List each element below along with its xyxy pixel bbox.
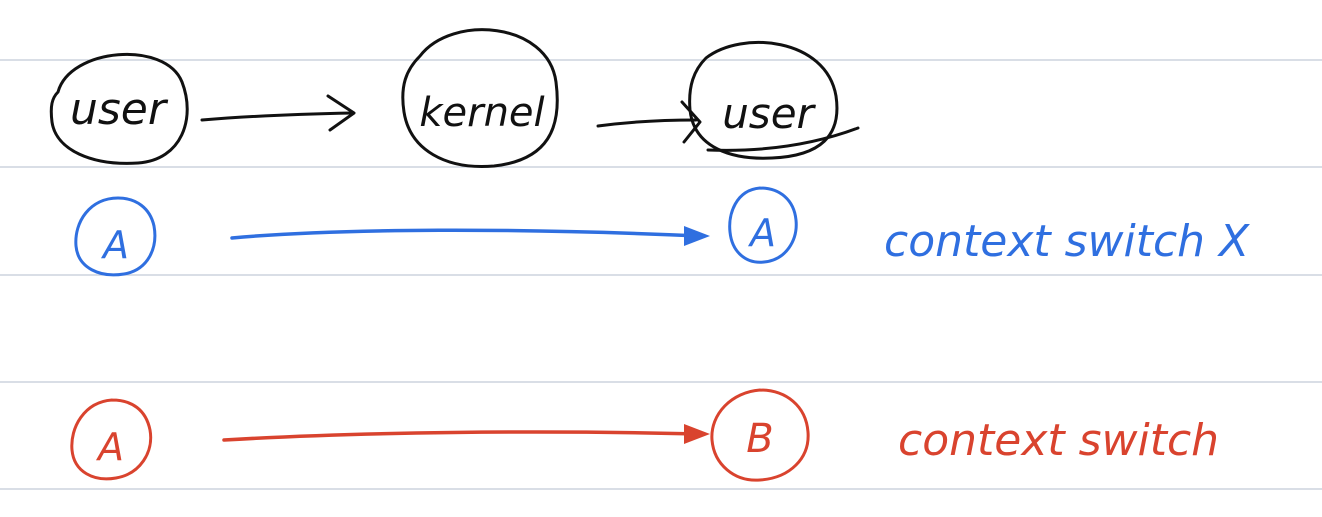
underline-stroke: [706, 126, 860, 152]
node-circle: [688, 40, 839, 160]
node-label: user: [722, 89, 816, 138]
user-kernel-row: user kernel user: [49, 28, 860, 169]
node-circle: [49, 52, 189, 165]
other-process-row: A B context switch: [70, 388, 1219, 482]
arrow-kernel-to-user: [596, 100, 702, 144]
node-circle: [401, 28, 559, 169]
arrowhead-icon: [326, 94, 356, 132]
node-label: kernel: [419, 90, 544, 136]
arrow-same-process: [230, 226, 710, 246]
context-switch-note: context switch: [898, 415, 1219, 466]
process-from: A: [74, 196, 157, 277]
arrow-line: [222, 430, 702, 442]
arrowhead-icon: [684, 424, 710, 444]
process-to: A: [728, 186, 798, 264]
node-kernel: kernel: [401, 28, 559, 169]
process-circle: [70, 398, 153, 481]
process-label: A: [95, 425, 124, 469]
ruled-lines: [0, 59, 1322, 490]
arrowhead-icon: [680, 100, 702, 144]
node-user-start: user: [49, 52, 189, 165]
arrow-line: [596, 118, 698, 128]
process-to: B: [710, 388, 810, 482]
process-from: A: [70, 398, 153, 481]
process-label: B: [746, 416, 773, 462]
node-user-end: user: [688, 40, 860, 160]
same-process-row: A A context switch X: [74, 186, 1250, 277]
process-circle: [710, 388, 810, 482]
arrow-user-to-kernel: [200, 94, 356, 132]
arrow-line: [230, 228, 702, 240]
process-circle: [74, 196, 157, 277]
context-switch-note: context switch X: [884, 216, 1250, 267]
node-label: user: [70, 84, 169, 135]
process-label: A: [747, 211, 776, 255]
arrowhead-icon: [684, 226, 710, 246]
process-label: A: [100, 223, 129, 267]
process-circle: [728, 186, 798, 264]
arrow-other-process: [222, 424, 710, 444]
arrow-line: [200, 111, 354, 122]
